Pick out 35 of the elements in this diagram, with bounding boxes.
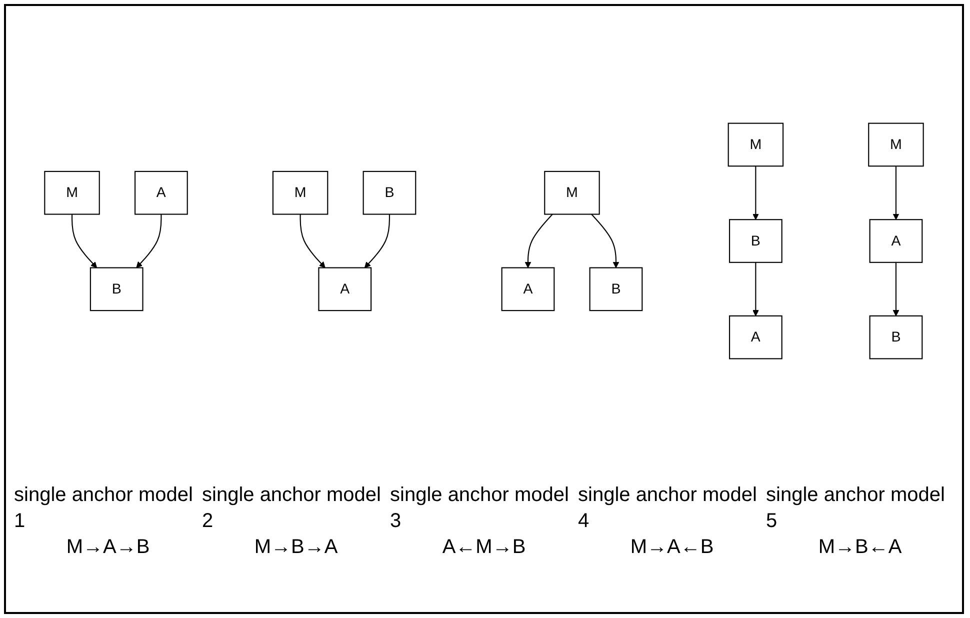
- node-box: B: [362, 170, 416, 215]
- node-box: A: [134, 170, 188, 215]
- node-box: A: [501, 267, 555, 312]
- model-formula: M→A→B: [66, 535, 150, 560]
- model-caption: single anchor model 3: [390, 483, 570, 534]
- arrow: [364, 214, 390, 268]
- model-formula: A←M→B: [442, 535, 526, 560]
- arrow: [591, 214, 620, 268]
- arrow: [524, 214, 553, 268]
- model-formula: M→B←A: [818, 535, 902, 560]
- node-box: A: [318, 267, 372, 312]
- node-box: A: [729, 315, 782, 360]
- model-formula: M→B→A: [254, 535, 338, 560]
- arrow: [892, 166, 900, 220]
- node-box: B: [589, 267, 643, 312]
- arrow: [300, 214, 326, 268]
- node-box: B: [90, 267, 144, 312]
- model-caption: single anchor model 2: [202, 483, 382, 534]
- node-box: M: [728, 122, 784, 167]
- arrow: [71, 214, 98, 268]
- arrow: [752, 166, 759, 220]
- node-box: M: [868, 122, 924, 167]
- arrow: [892, 262, 900, 316]
- node-box: B: [729, 219, 782, 263]
- model-caption: single anchor model 1: [14, 483, 194, 534]
- model-caption: single anchor model 5: [766, 483, 946, 534]
- node-box: B: [869, 315, 923, 360]
- node-box: M: [544, 170, 600, 215]
- node-box: M: [44, 170, 100, 215]
- model-caption: single anchor model 4: [578, 483, 758, 534]
- arrow: [752, 262, 759, 316]
- arrow: [136, 214, 162, 268]
- model-formula: M→A←B: [630, 535, 714, 560]
- node-box: A: [869, 219, 923, 263]
- node-box: M: [272, 170, 328, 215]
